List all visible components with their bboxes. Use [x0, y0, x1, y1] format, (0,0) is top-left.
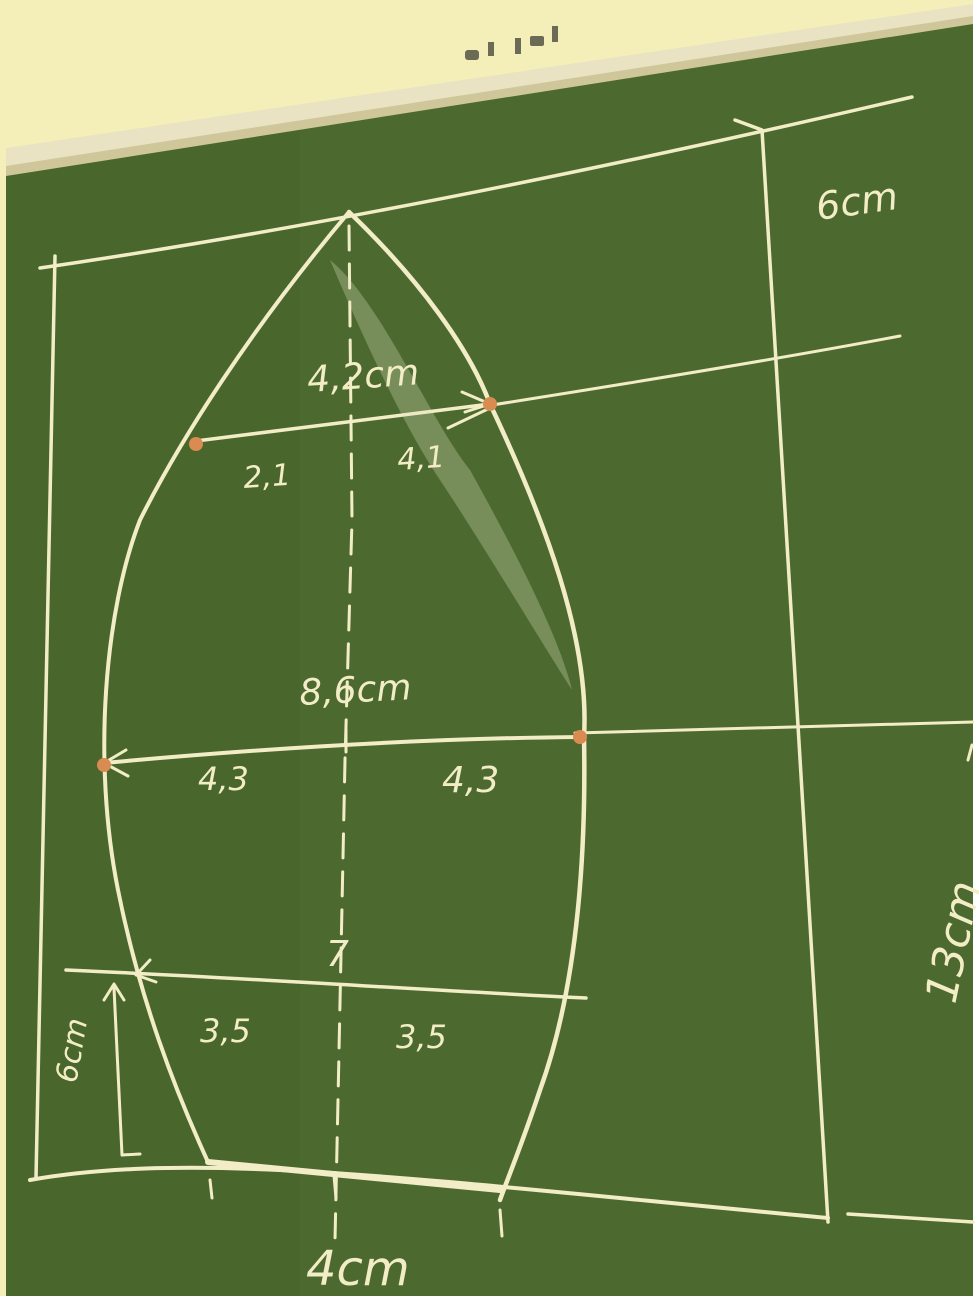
label-bottom-width: 4cm — [306, 1241, 410, 1297]
point-top-left — [189, 437, 203, 451]
bottom-tick-centre — [332, 1174, 338, 1200]
label-top-width: 4,2cm — [306, 352, 421, 401]
top-width-line — [194, 402, 492, 443]
frame-bottom-right-stub — [846, 1212, 975, 1224]
chalk-tray-edge — [6, 16, 973, 176]
point-middle-right — [573, 730, 587, 744]
top-width-tick — [446, 406, 492, 430]
right-edge-mark — [966, 743, 974, 762]
label-lower-width: 7 — [326, 934, 349, 975]
tray-objects — [465, 26, 558, 60]
label-middle-right-half: 4,3 — [442, 760, 499, 801]
point-top-right — [483, 397, 497, 411]
frame-left-line — [34, 254, 57, 1180]
top-guide-line — [490, 334, 902, 407]
image-border — [0, 1296, 979, 1307]
frame-right-line — [733, 118, 830, 1224]
label-lower-right-half: 3,5 — [396, 1018, 447, 1056]
point-middle-left — [97, 758, 111, 772]
label-lower-left-half: 3,5 — [200, 1012, 251, 1050]
bottom-tick-right — [498, 1208, 504, 1238]
shape-bottom-edge — [205, 1159, 503, 1193]
label-top-right-half: 4,1 — [396, 440, 446, 478]
chalk-smudge — [330, 260, 572, 690]
marker-points — [97, 397, 587, 772]
label-middle-left-half: 4,3 — [198, 760, 249, 798]
middle-width-line — [102, 735, 584, 765]
left-height-marker — [112, 986, 142, 1157]
centre-dashed-line — [333, 224, 354, 1242]
left-height-arrow — [102, 982, 126, 1002]
image-border-right — [973, 0, 979, 1307]
frame-top-line — [38, 95, 914, 270]
bottom-tick-left — [208, 1178, 214, 1200]
shape-left-curve — [102, 210, 351, 1164]
label-top-left-half: 2,1 — [242, 458, 292, 496]
middle-guide-line — [573, 720, 975, 735]
shape-right-curve — [346, 209, 587, 1203]
lower-width-line — [64, 968, 588, 1000]
board-shading — [6, 126, 300, 1296]
lower-width-arrow — [134, 958, 158, 984]
label-middle-width: 8,6cm — [298, 667, 412, 714]
